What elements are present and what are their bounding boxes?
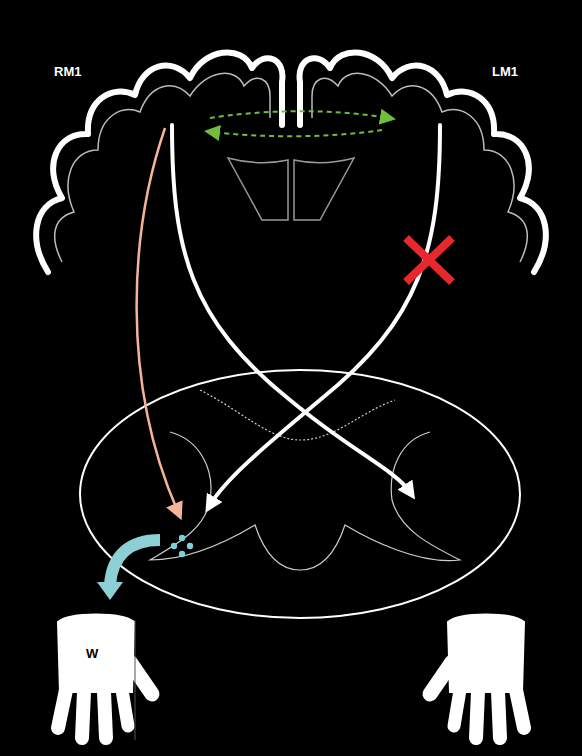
corticospinal-tract — [172, 125, 440, 505]
ipsilateral-pathway — [137, 128, 178, 512]
right-hand — [430, 615, 524, 739]
lesion-mark — [406, 238, 452, 282]
gray-matter — [150, 390, 460, 570]
callosal-arrows — [210, 111, 388, 136]
ventricles — [228, 158, 354, 220]
cortex-outline — [36, 52, 546, 272]
motor-output-arrowhead — [97, 582, 123, 600]
hand-divider — [135, 620, 136, 740]
hemisphere-label: RM1 — [54, 64, 81, 79]
hemisphere-label: LM1 — [492, 64, 518, 79]
hand-label: W — [86, 646, 98, 661]
left-hand — [58, 615, 152, 739]
motor-output-arrow — [110, 540, 160, 585]
motor-neuron-dots — [171, 535, 193, 557]
cortex-inner-line — [55, 73, 528, 262]
